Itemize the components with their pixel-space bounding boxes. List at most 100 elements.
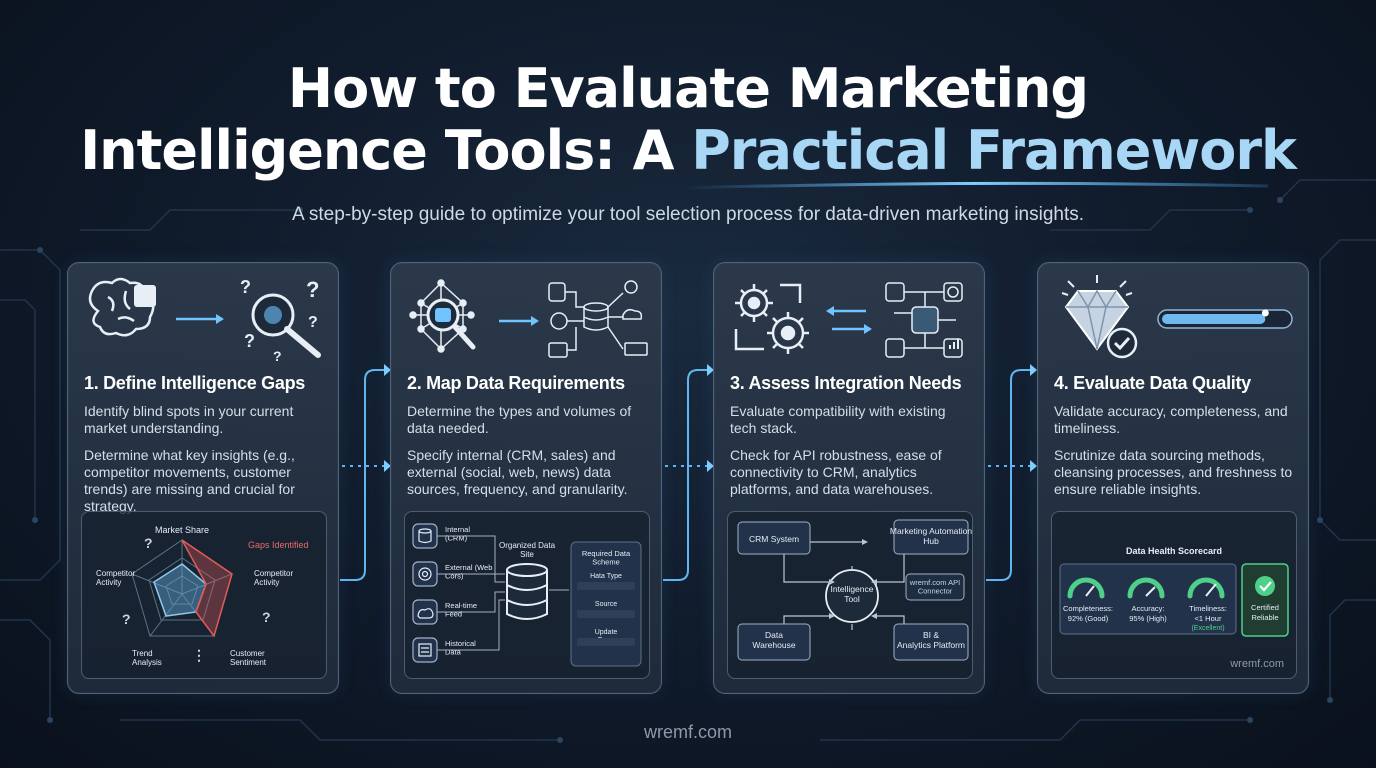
- step-summary: Validate accuracy, completeness, and tim…: [1054, 403, 1288, 436]
- node-api: [905, 573, 965, 601]
- card-icons-2: [409, 279, 648, 358]
- metric-timeliness-label: Timeliness:: [1189, 604, 1227, 613]
- svg-text:?: ?: [122, 611, 131, 627]
- svg-text:?: ?: [144, 535, 153, 551]
- accuracy-gauge: [1127, 577, 1165, 599]
- step-card-integration: 3. Assess Integration Needs Evaluate com…: [713, 262, 985, 694]
- metric-accuracy-label: Accuracy:: [1132, 604, 1165, 613]
- step-title: 3. Assess Integration Needs: [730, 373, 962, 393]
- schema-field-2: Source: [595, 601, 617, 608]
- metric-accuracy-value: 95% (High): [1129, 614, 1167, 623]
- quality-progress-bar: [1157, 309, 1293, 329]
- gears-icon: [734, 283, 809, 354]
- scorecard-panel: Data Health Scorecard Completeness: 92% …: [1051, 511, 1297, 679]
- completeness-gauge: [1067, 577, 1105, 599]
- step-detail: Determine what key insights (e.g., compe…: [84, 447, 295, 514]
- step-summary: Evaluate compatibility with existing tec…: [730, 403, 946, 436]
- crm-label: CRM System: [749, 534, 799, 544]
- svg-text:?: ?: [240, 277, 251, 297]
- arrow-right-icon: [176, 314, 224, 324]
- svg-text:?: ?: [273, 348, 282, 363]
- footer-watermark: wremf.com: [643, 722, 732, 742]
- step-card-map-data: 2. Map Data Requirements Determine the t…: [390, 262, 662, 694]
- title-plain-part: Intelligence Tools: A: [80, 119, 692, 182]
- title-accent-part: Practical Framework: [691, 119, 1297, 182]
- bi-label: BI &Analytics Platform: [897, 630, 965, 650]
- step-card-define-gaps: ? ? ? ? ? 1. Define Intelligence Gaps Id…: [67, 262, 339, 694]
- timeliness-gauge: [1187, 577, 1225, 599]
- metric-completeness-value: 92% (Good): [1068, 614, 1109, 623]
- node-marketing: [893, 519, 969, 555]
- node-warehouse: [737, 623, 811, 661]
- svg-text:?: ?: [306, 277, 319, 302]
- svg-text:?: ?: [244, 331, 255, 351]
- badge-line-2: Reliable: [1251, 613, 1278, 622]
- brain-puzzle-icon: [88, 277, 156, 337]
- step-title: 2. Map Data Requirements: [407, 373, 625, 393]
- node-crm: [737, 521, 811, 555]
- network-database-icon: [409, 279, 476, 353]
- arrow-right-icon: [499, 316, 539, 326]
- card-icons-3: [734, 282, 963, 358]
- card-icons-1: ? ? ? ? ?: [88, 277, 321, 363]
- metric-timeliness-value: <1 Hour: [1195, 614, 1222, 623]
- step-title: 1. Define Intelligence Gaps: [84, 373, 305, 393]
- database-icon: [506, 563, 548, 620]
- card-icons-4: [1061, 275, 1293, 359]
- metric-timeliness-extra: (Excellent): [1191, 625, 1224, 632]
- step-detail: Check for API robustness, ease of connec…: [730, 447, 942, 497]
- radar-gap-area: [181, 539, 233, 638]
- node-bi: [893, 623, 969, 661]
- radar-label-top: Market Share: [155, 525, 209, 535]
- step-detail: Scrutinize data sourcing methods, cleans…: [1054, 447, 1293, 497]
- certified-badge: Certified Reliable: [1241, 563, 1289, 637]
- schema-field-1: Hata Type: [590, 573, 622, 580]
- svg-text:⋮: ⋮: [192, 647, 206, 663]
- radar-current-area: [153, 563, 207, 617]
- step-detail: Specify internal (CRM, sales) and extern…: [407, 447, 628, 497]
- page-title-line-1: How to Evaluate Marketing: [287, 57, 1089, 120]
- source-internal-label: Internal(CRM): [445, 525, 470, 543]
- svg-text:?: ?: [308, 314, 318, 331]
- data-sources-icon: [548, 280, 648, 358]
- step-summary: Determine the types and volumes of data …: [407, 403, 632, 436]
- badge-line-1: Certified: [1251, 603, 1279, 612]
- page-subtitle: A step-by-step guide to optimize your to…: [291, 204, 1085, 225]
- panel-watermark: wremf.com: [1230, 658, 1284, 670]
- gaps-identified-label: Gaps Identified: [248, 540, 309, 550]
- diamond-check-icon: [1061, 275, 1138, 359]
- title-underline-glow: [681, 181, 1269, 190]
- step-summary: Identify blind spots in your current mar…: [84, 403, 294, 436]
- schema-box: [570, 541, 642, 667]
- scorecard: Data Health Scorecard Completeness: 92% …: [1059, 546, 1289, 637]
- page-title-line-2: Intelligence Tools: A Practical Framewor…: [0, 120, 1376, 182]
- scorecard-title: Data Health Scorecard: [1126, 546, 1222, 556]
- step-card-data-quality: 4. Evaluate Data Quality Validate accura…: [1037, 262, 1309, 694]
- magnifier-question-icon: ? ? ? ? ?: [240, 277, 321, 363]
- svg-text:?: ?: [262, 609, 271, 625]
- integration-hub-icon: [885, 282, 963, 358]
- bidirectional-arrows-icon: [826, 306, 872, 334]
- metric-completeness-label: Completeness:: [1063, 604, 1113, 613]
